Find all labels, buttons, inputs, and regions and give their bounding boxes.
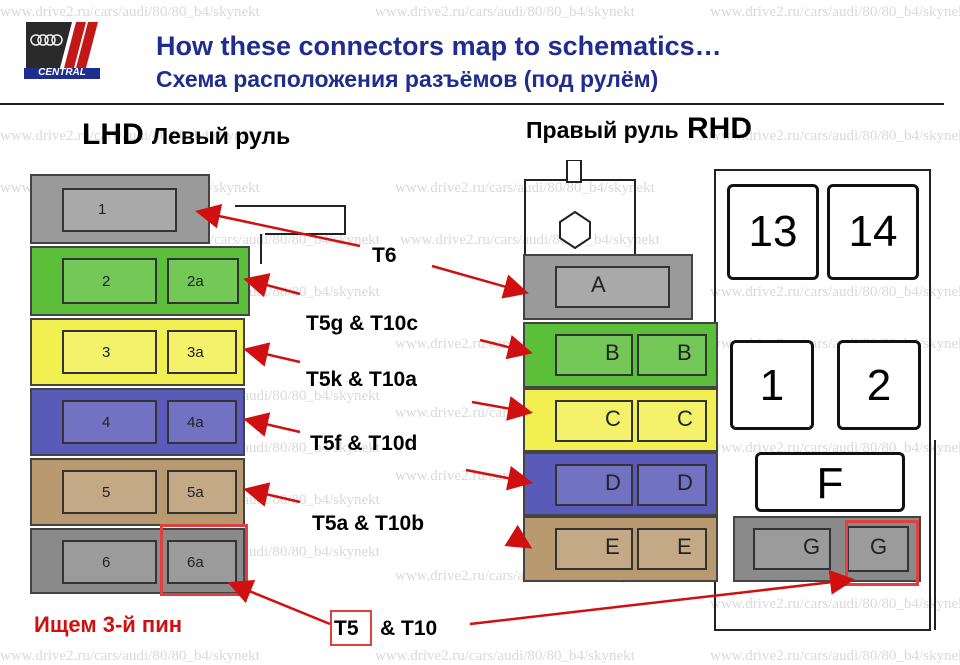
relay-number: 13 xyxy=(748,207,798,256)
relay-13: 13 xyxy=(727,184,819,280)
rhd-heading: Правый руль RHD xyxy=(526,112,752,146)
connector-letter: B xyxy=(677,340,692,365)
logo-text: CENTRAL xyxy=(38,67,86,78)
label-t10: & T10 xyxy=(380,617,438,640)
label-t5: T5 xyxy=(334,617,359,640)
connector-housing xyxy=(637,334,707,376)
lhd-connector-5: 5 5a xyxy=(30,458,245,526)
pin-highlight-box xyxy=(160,524,248,596)
watermark-text: www.drive2.ru/cars/audi/80/80_b4/skynekt xyxy=(375,4,635,20)
search-note: Ищем 3-й пин xyxy=(34,612,183,637)
connector-housing xyxy=(555,464,633,506)
arrow-t6-rhd xyxy=(431,264,529,299)
label-t6: T6 xyxy=(372,244,397,267)
rhd-connector-e: E E xyxy=(523,516,718,582)
connector-housing xyxy=(167,470,237,514)
connector-housing xyxy=(167,540,237,584)
connector-letter: D xyxy=(605,470,621,495)
connector-number: 2a xyxy=(187,273,204,290)
label-t5g-t10c: T5g & T10c xyxy=(306,312,419,335)
connector-letter: G xyxy=(803,534,821,559)
page-title: How these connectors map to schematics… xyxy=(156,31,722,61)
relay-2: 2 xyxy=(837,340,921,430)
relay-number: 2 xyxy=(866,361,892,410)
connector-number: 6a xyxy=(187,554,204,571)
connector-letter: C xyxy=(605,406,621,431)
label-t5k-t10a: T5k & T10a xyxy=(306,368,417,391)
connector-housing xyxy=(637,528,707,570)
header-divider xyxy=(0,103,944,105)
label-t5a-t10b: T5a & T10b xyxy=(312,512,425,535)
connector-housing xyxy=(62,258,157,304)
rhd-connector-g: G G xyxy=(733,516,921,582)
connector-number: 6 xyxy=(102,554,111,571)
relay-letter: F xyxy=(816,459,844,508)
rhd-code: RHD xyxy=(687,112,753,145)
lhd-connector-block: 1 2 2a 3 3a 4 4a 5 5a 6 6a xyxy=(30,174,346,656)
connector-housing xyxy=(62,470,157,514)
rhd-connector-b: B B xyxy=(523,322,718,388)
relay-number: 14 xyxy=(848,207,898,256)
lhd-name: Левый руль xyxy=(152,123,291,149)
connector-housing xyxy=(62,330,157,374)
connector-housing xyxy=(637,464,707,506)
rhd-name: Правый руль xyxy=(526,117,679,143)
lhd-code: LHD xyxy=(82,118,144,151)
lhd-connector-1: 1 xyxy=(30,174,210,244)
connector-housing xyxy=(62,400,157,444)
lhd-connector-4: 4 4a xyxy=(30,388,245,456)
connector-housing xyxy=(62,540,157,584)
relay-f: F xyxy=(755,452,905,512)
relay-1: 1 xyxy=(730,340,814,430)
pin-highlight-box xyxy=(845,520,919,586)
watermark-text: www.drive2.ru/cars/audi/80/80_b4/skynekt xyxy=(710,648,960,664)
central-logo: CENTRAL xyxy=(22,18,102,80)
connector-number: 5 xyxy=(102,484,111,501)
connector-letter: B xyxy=(605,340,620,365)
t5-highlight-box xyxy=(330,610,372,646)
rhd-connector-a: A xyxy=(523,254,693,320)
connector-housing xyxy=(753,528,831,570)
watermark-text: www.drive2.ru/cars/audi/80/80_b4/skynekt xyxy=(375,648,635,664)
connector-number: 4 xyxy=(102,414,111,431)
watermark-text: www.drive2.ru/cars/audi/80/80_b4/skynekt xyxy=(710,4,960,20)
connector-number: 5a xyxy=(187,484,204,501)
rhd-connector-c: C C xyxy=(523,388,718,452)
lhd-connector-2: 2 2a xyxy=(30,246,250,316)
relay-number: 1 xyxy=(759,361,785,410)
connector-housing xyxy=(62,188,177,232)
connector-housing xyxy=(167,258,239,304)
relay-14: 14 xyxy=(827,184,919,280)
connector-number: 2 xyxy=(102,273,111,290)
connector-letter: E xyxy=(605,534,620,559)
connector-housing xyxy=(167,330,237,374)
connector-number: 1 xyxy=(98,201,107,218)
connector-housing xyxy=(555,528,633,570)
connector-letter: E xyxy=(677,534,692,559)
lhd-connector-6: 6 6a xyxy=(30,528,245,594)
connector-number: 3 xyxy=(102,344,111,361)
connector-housing xyxy=(847,526,909,572)
connector-number: 4a xyxy=(187,414,204,431)
connector-number: 3a xyxy=(187,344,204,361)
connector-housing xyxy=(555,400,633,442)
connector-letter: A xyxy=(591,272,606,297)
connector-letter: D xyxy=(677,470,693,495)
lhd-heading: LHD Левый руль xyxy=(82,118,290,152)
page-subtitle: Схема расположения разъёмов (под рулём) xyxy=(156,66,659,92)
label-t5f-t10d: T5f & T10d xyxy=(310,432,418,455)
logo-graphic xyxy=(22,18,102,80)
lhd-connector-3: 3 3a xyxy=(30,318,245,386)
connector-housing xyxy=(637,400,707,442)
connector-letter: G xyxy=(870,534,888,559)
rhd-connector-block: A B B C C D D E E G G 13 14 1 2 F xyxy=(515,160,940,640)
connector-housing xyxy=(555,266,670,308)
connector-housing xyxy=(555,334,633,376)
rhd-connector-d: D D xyxy=(523,452,718,516)
connector-letter: C xyxy=(677,406,693,431)
connector-housing xyxy=(167,400,237,444)
